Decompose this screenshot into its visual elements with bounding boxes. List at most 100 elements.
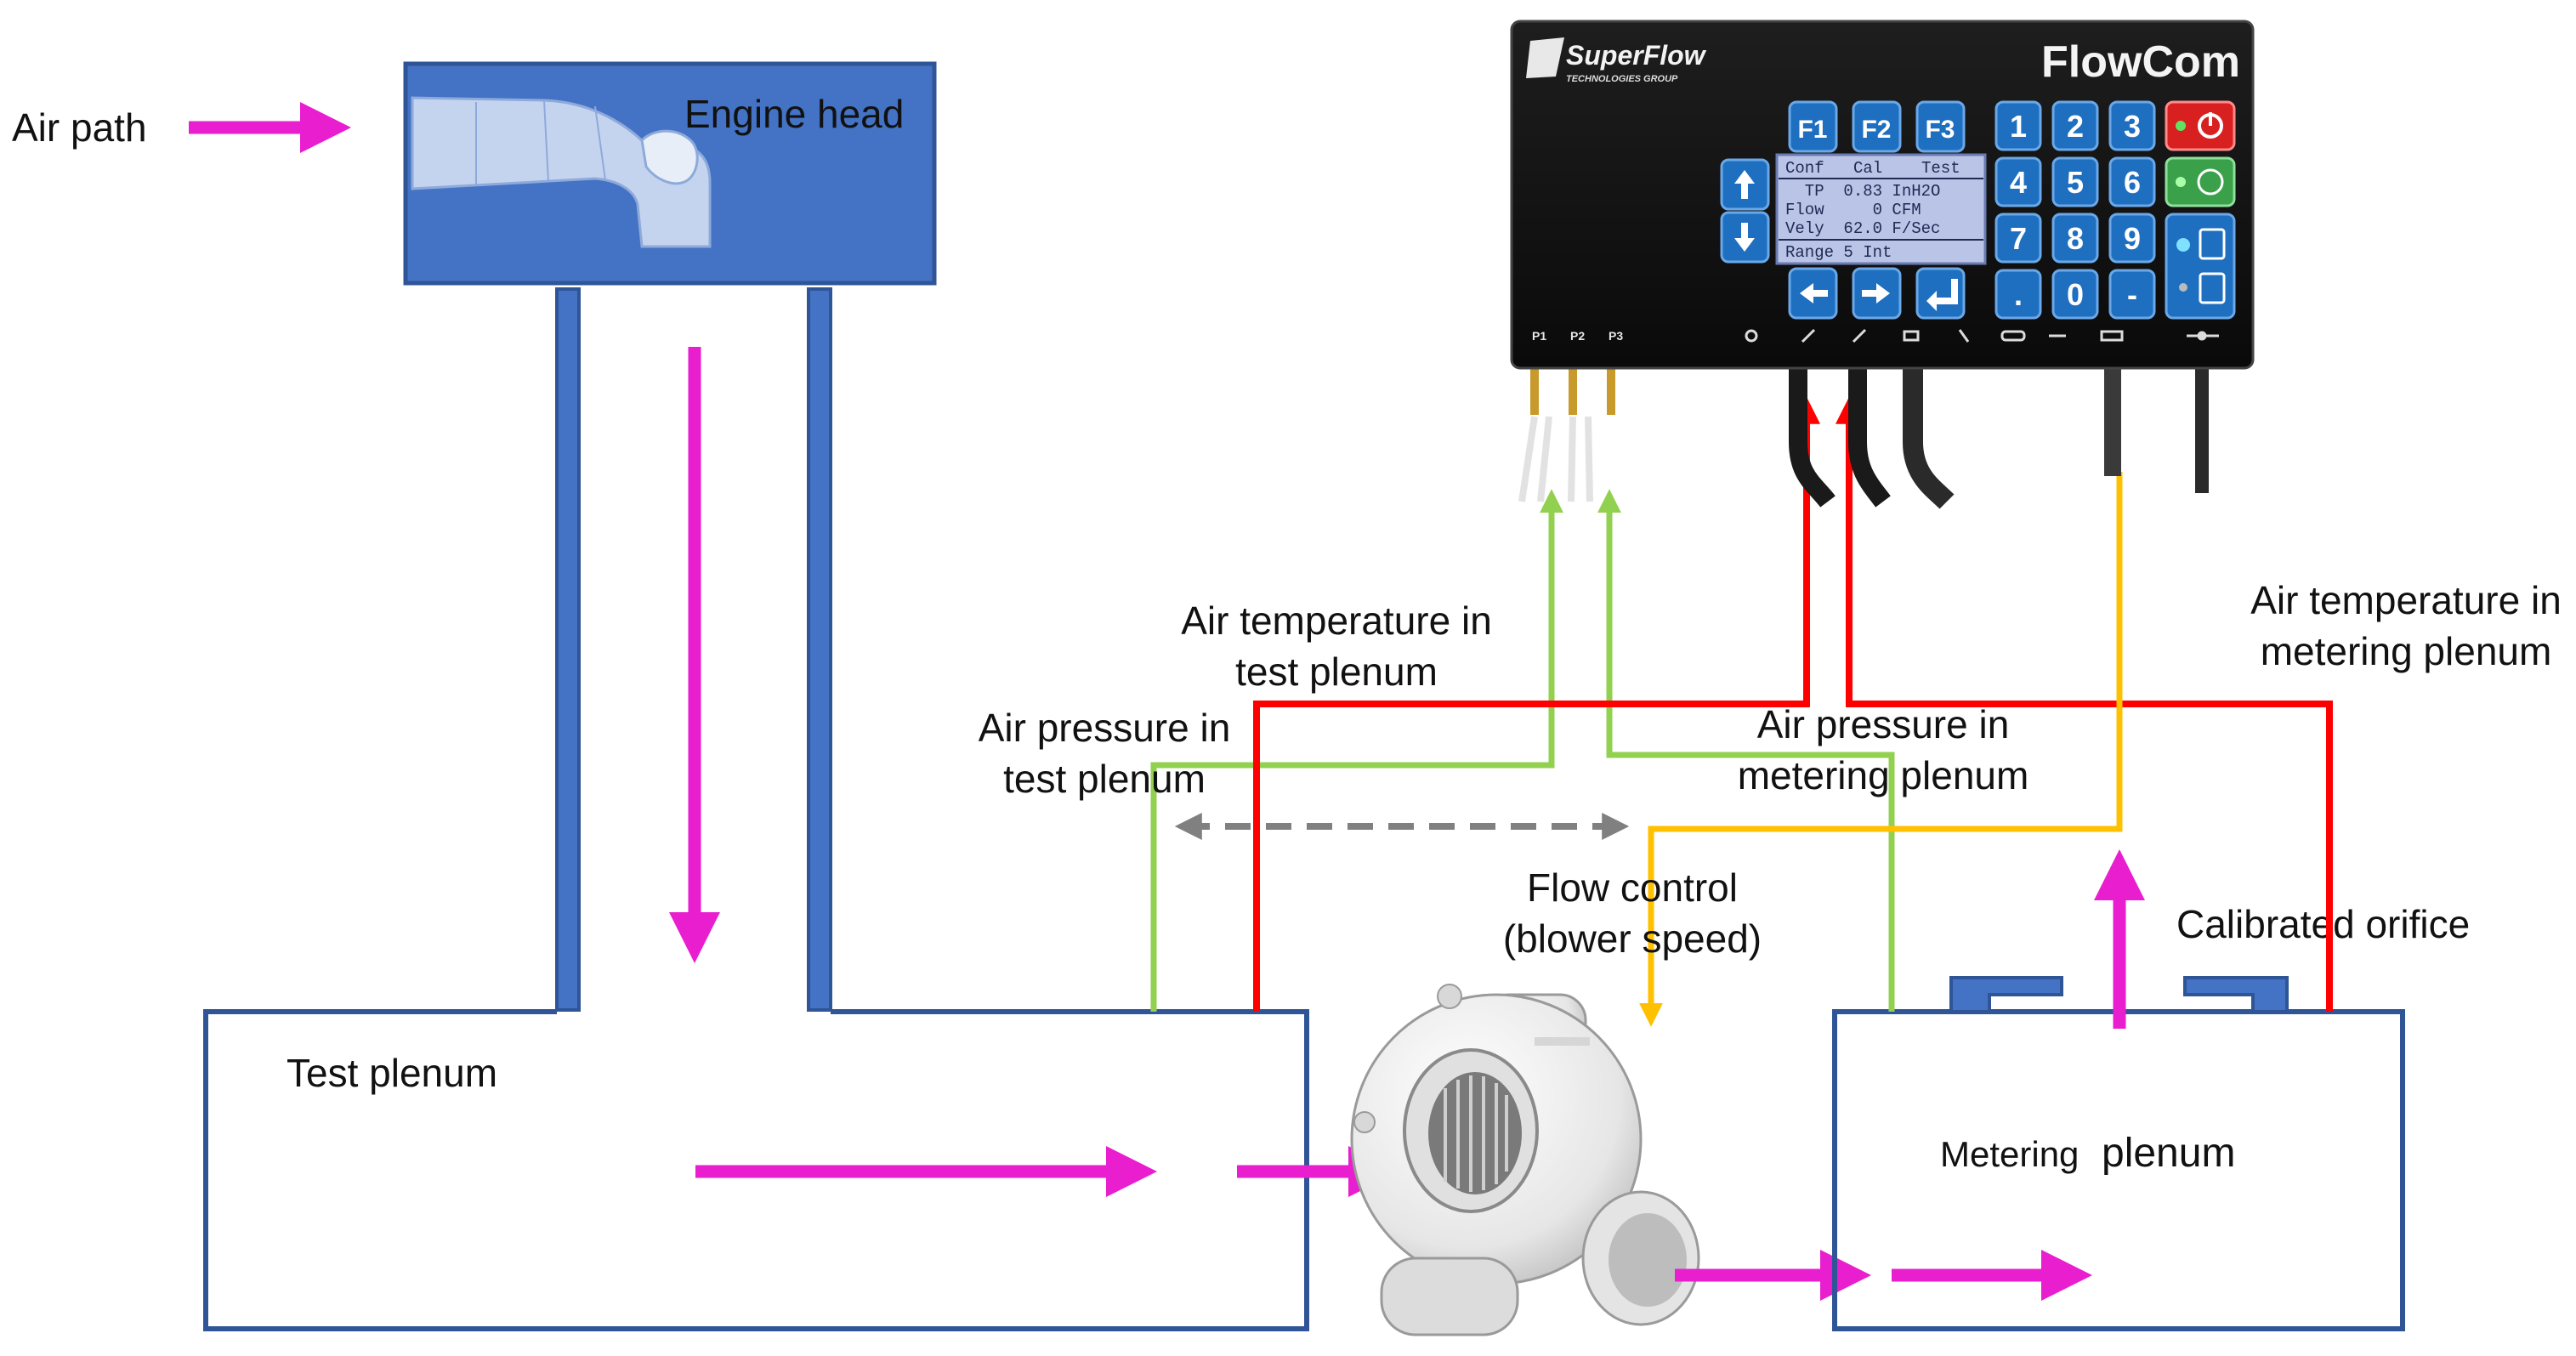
blower-control-line [1639,472,2123,1027]
key-3[interactable] [2108,100,2156,151]
status-led-icon [2176,238,2190,252]
key-9[interactable] [2108,213,2156,264]
key-minus[interactable] [2108,269,2156,320]
air-temp-test-label: Air temperature in test plenum [1181,599,1492,694]
metering-plenum-label-2: plenum [2102,1131,2235,1176]
orifice-plate-right [2183,976,2289,1013]
air-temp-meter-label-line2: metering plenum [2261,629,2552,673]
lcd-row-4: Range 5 Int [1785,243,1892,262]
key-dot[interactable] [1994,269,2042,320]
key-1[interactable] [1994,100,2042,151]
key-3-label: 3 [2124,109,2141,144]
lcd-row-1: TP 0.83 InH2O [1785,182,1940,201]
fan-button[interactable] [2165,156,2236,207]
key-2[interactable] [2051,100,2099,151]
engine-head-label: Engine head [684,92,904,136]
thermometer-port-icon [1745,329,1758,343]
device-cables [1518,364,2209,509]
arrow-keys [1720,158,1966,320]
air-temp-test-label-line1: Air temperature in [1181,599,1492,643]
flowcom-device: SuperFlow TECHNOLOGIES GROUP FlowCom F1 … [1510,20,2255,509]
test-plenum: Test plenum [203,1009,1309,1331]
f3-key-label: F3 [1925,116,1955,144]
lcd-tab-conf: Conf [1785,159,1824,178]
serial-port-icon [2100,330,2124,342]
pointer-port-icon [1958,329,1970,343]
key-6-label: 6 [2124,165,2141,200]
key-0-label: 0 [2067,277,2084,312]
left-arrow-icon [1800,283,1828,304]
intake-pipe [555,287,832,1012]
calibrated-orifice-label: Calibrated orifice [2176,902,2470,946]
lcd-row-2: Flow 0 CFM [1785,201,1921,219]
engine-head: Engine head [403,61,937,286]
port-p3-label: P3 [1609,329,1623,343]
key-0[interactable] [2051,269,2099,320]
key-5[interactable] [2051,156,2099,207]
probe-port-icon-1 [1801,328,1816,343]
key-4[interactable] [1994,156,2042,207]
f1-key-label: F1 [1797,116,1827,144]
control-keys [2165,100,2236,320]
flow-control-label: Flow control (blower speed) [1503,865,1762,961]
air-pressure-test-label-line2: test plenum [1003,757,1206,801]
port-p2-label: P2 [1570,329,1585,343]
key-8[interactable] [2051,213,2099,264]
key-dot-label: . [2014,277,2023,312]
flow-control-label-line1: Flow control [1527,865,1738,910]
test-plenum-label: Test plenum [287,1051,497,1095]
down-arrow-icon [1734,223,1755,252]
air-path-label: Air path [12,105,147,150]
numeric-keypad: 1 2 3 4 5 6 7 8 9 . 0 - [1994,100,2156,320]
clipboard-icon [2199,228,2226,260]
right-arrow-icon [1862,283,1890,304]
device-model: FlowCom [2041,37,2240,87]
f2-key[interactable] [1852,100,1902,153]
f1-key[interactable] [1788,100,1838,153]
test-temperature-line [1253,396,1820,1012]
port-p1-label: P1 [1532,329,1546,343]
air-pressure-test-label: Air pressure in test plenum [979,706,1231,801]
key-7-label: 7 [2010,221,2027,256]
key-8-label: 8 [2067,221,2084,256]
test-pressure-line [1150,489,1563,1012]
lcd-tab-cal: Cal [1853,159,1882,178]
air-temp-meter-label-line1: Air temperature in [2250,578,2562,622]
flow-control-label-line2: (blower speed) [1503,916,1762,961]
f3-key[interactable] [1915,100,1966,153]
function-keys: F1 F2 F3 [1788,100,1966,153]
valve-seat-shape [640,129,699,185]
cable-port-icon [2000,330,2026,342]
metering-pressure-line [1597,489,1895,1012]
air-pressure-meter-label-line1: Air pressure in [1757,702,2010,746]
device-brand-sub: TECHNOLOGIES GROUP [1566,74,1678,84]
key-7[interactable] [1994,213,2042,264]
f2-key-label: F2 [1861,116,1891,144]
key-minus-label: - [2127,277,2137,312]
metering-temperature-line [1836,396,2333,1012]
key-9-label: 9 [2124,221,2141,256]
lcd-display: Conf Cal Test TP 0.83 InH2O Flow 0 CFM V… [1775,153,1987,265]
air-pressure-meter-label: Air pressure in metering plenum [1738,702,2029,797]
sensor-port-icon [1903,330,1920,342]
clipboard-icon-2 [2199,272,2226,304]
key-4-label: 4 [2010,165,2027,200]
metering-plenum-label-1: Metering [1940,1134,2079,1174]
air-temp-meter-label: Air temperature in metering plenum [2250,578,2562,673]
key-2-label: 2 [2067,109,2084,144]
lcd-tab-test: Test [1921,159,1960,178]
lcd-row-3: Vely 62.0 F/Sec [1785,219,1940,238]
orifice-plate-left [1949,976,2063,1013]
probe-port-icon-2 [1852,328,1867,343]
engine-port-shape [411,96,712,248]
key-6[interactable] [2108,156,2156,207]
key-1-label: 1 [2010,109,2027,144]
device-brand: SuperFlow [1566,40,1707,71]
air-temp-test-label-line2: test plenum [1235,650,1438,694]
air-pressure-test-label-line1: Air pressure in [979,706,1231,750]
key-5-label: 5 [2067,165,2084,200]
up-arrow-icon [1734,170,1755,199]
port-icons [1745,328,2219,343]
enter-icon [1926,279,1958,311]
